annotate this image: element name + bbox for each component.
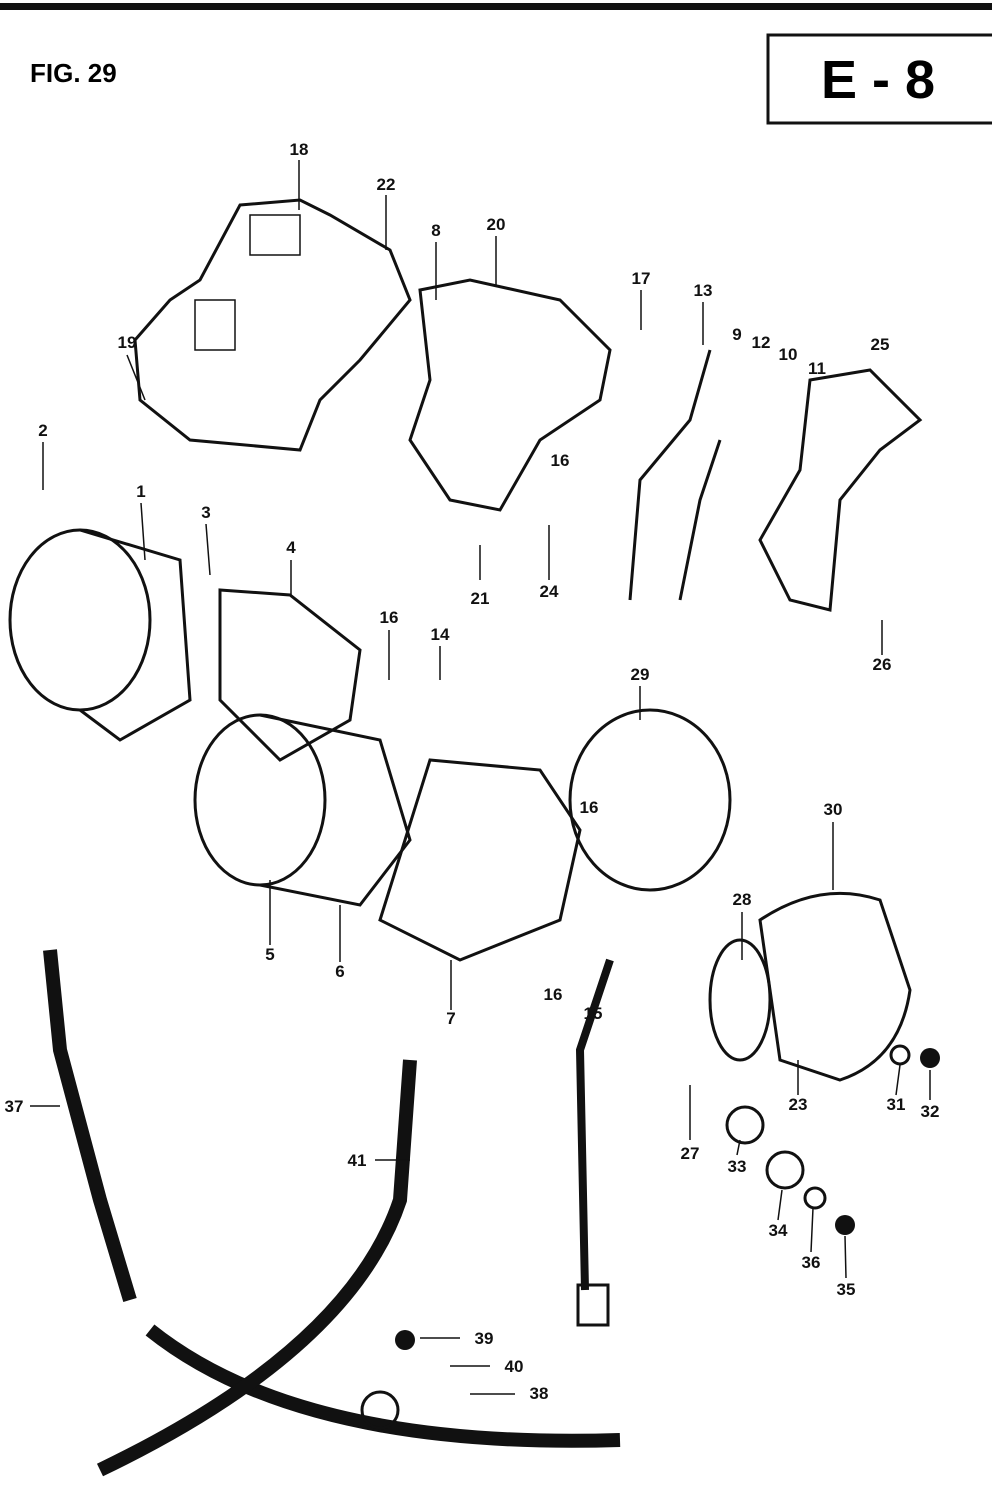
callout-24: 24 <box>540 582 559 601</box>
callout-7: 7 <box>446 1009 455 1028</box>
callout-10: 10 <box>779 345 798 364</box>
callout-37: 37 <box>5 1097 24 1116</box>
meter-cover-part <box>133 198 412 452</box>
callout-11: 11 <box>808 359 826 378</box>
callout-2: 2 <box>38 421 47 440</box>
callout-14: 14 <box>431 625 450 644</box>
callout-33: 33 <box>728 1157 747 1176</box>
tachometer-body <box>79 528 192 742</box>
nut <box>920 1048 940 1068</box>
tachometer-face <box>8 528 152 712</box>
callout-36: 36 <box>802 1253 821 1272</box>
section-code: E - 8 <box>821 50 935 110</box>
callout-4: 4 <box>286 538 296 557</box>
washer <box>889 1044 911 1066</box>
cover-window <box>249 214 301 256</box>
nut <box>835 1215 855 1235</box>
meter-case <box>568 708 732 892</box>
callout-39: 39 <box>475 1329 494 1348</box>
bolt <box>395 1330 415 1350</box>
callout-21: 21 <box>471 589 490 608</box>
bracket-part <box>758 368 923 612</box>
top-rule <box>0 3 992 10</box>
callout-3: 3 <box>201 503 210 522</box>
callout-40: 40 <box>505 1357 524 1376</box>
grommet <box>725 1105 765 1145</box>
callout-16: 16 <box>580 798 599 817</box>
callout-19: 19 <box>118 333 137 352</box>
harness-connector <box>576 1283 610 1327</box>
callout-16: 16 <box>544 985 563 1004</box>
callout-34: 34 <box>769 1221 788 1240</box>
callout-41: 41 <box>348 1151 367 1170</box>
meter-cup <box>378 758 582 962</box>
callout-15: 15 <box>584 1004 603 1023</box>
callout-18: 18 <box>290 140 309 159</box>
tachometer-cable <box>43 949 137 1303</box>
speedometer-body <box>259 713 412 907</box>
callout-23: 23 <box>789 1095 808 1114</box>
part-callouts: 18 22 8 20 17 13 9 12 10 11 25 19 2 1 3 … <box>5 140 940 1403</box>
meter-cup <box>218 588 362 762</box>
figure-number: FIG. 29 <box>30 58 117 88</box>
indicator-case <box>758 891 912 1082</box>
section-box <box>766 33 992 125</box>
callout-16: 16 <box>551 451 570 470</box>
tachometer-cable <box>145 1324 621 1448</box>
callout-9: 9 <box>732 325 741 344</box>
washer <box>765 1150 805 1190</box>
callout-17: 17 <box>632 269 651 288</box>
callout-13: 13 <box>694 281 713 300</box>
callout-32: 32 <box>921 1102 940 1121</box>
wire-lead <box>628 349 722 601</box>
callout-25: 25 <box>871 335 890 354</box>
callout-16: 16 <box>380 608 399 627</box>
speedometer-cable <box>96 1059 417 1477</box>
bracket-part <box>408 278 612 512</box>
cover-window <box>194 299 236 351</box>
callout-27: 27 <box>681 1144 700 1163</box>
callout-28: 28 <box>733 890 752 909</box>
callout-22: 22 <box>377 175 396 194</box>
callout-20: 20 <box>487 215 506 234</box>
callout-29: 29 <box>631 665 650 684</box>
cable-clamp <box>360 1390 400 1430</box>
wiring-harness <box>575 958 614 1291</box>
washer <box>803 1186 827 1210</box>
callout-1: 1 <box>136 482 145 501</box>
callout-26: 26 <box>873 655 892 674</box>
callout-35: 35 <box>837 1280 856 1299</box>
indicator-socket <box>708 938 772 1062</box>
callout-5: 5 <box>265 945 274 964</box>
leader-lines <box>30 160 931 1395</box>
callout-8: 8 <box>431 221 440 240</box>
callout-38: 38 <box>530 1384 549 1403</box>
callout-6: 6 <box>335 962 344 981</box>
callout-12: 12 <box>752 333 771 352</box>
callout-30: 30 <box>824 800 843 819</box>
callout-31: 31 <box>887 1095 906 1114</box>
